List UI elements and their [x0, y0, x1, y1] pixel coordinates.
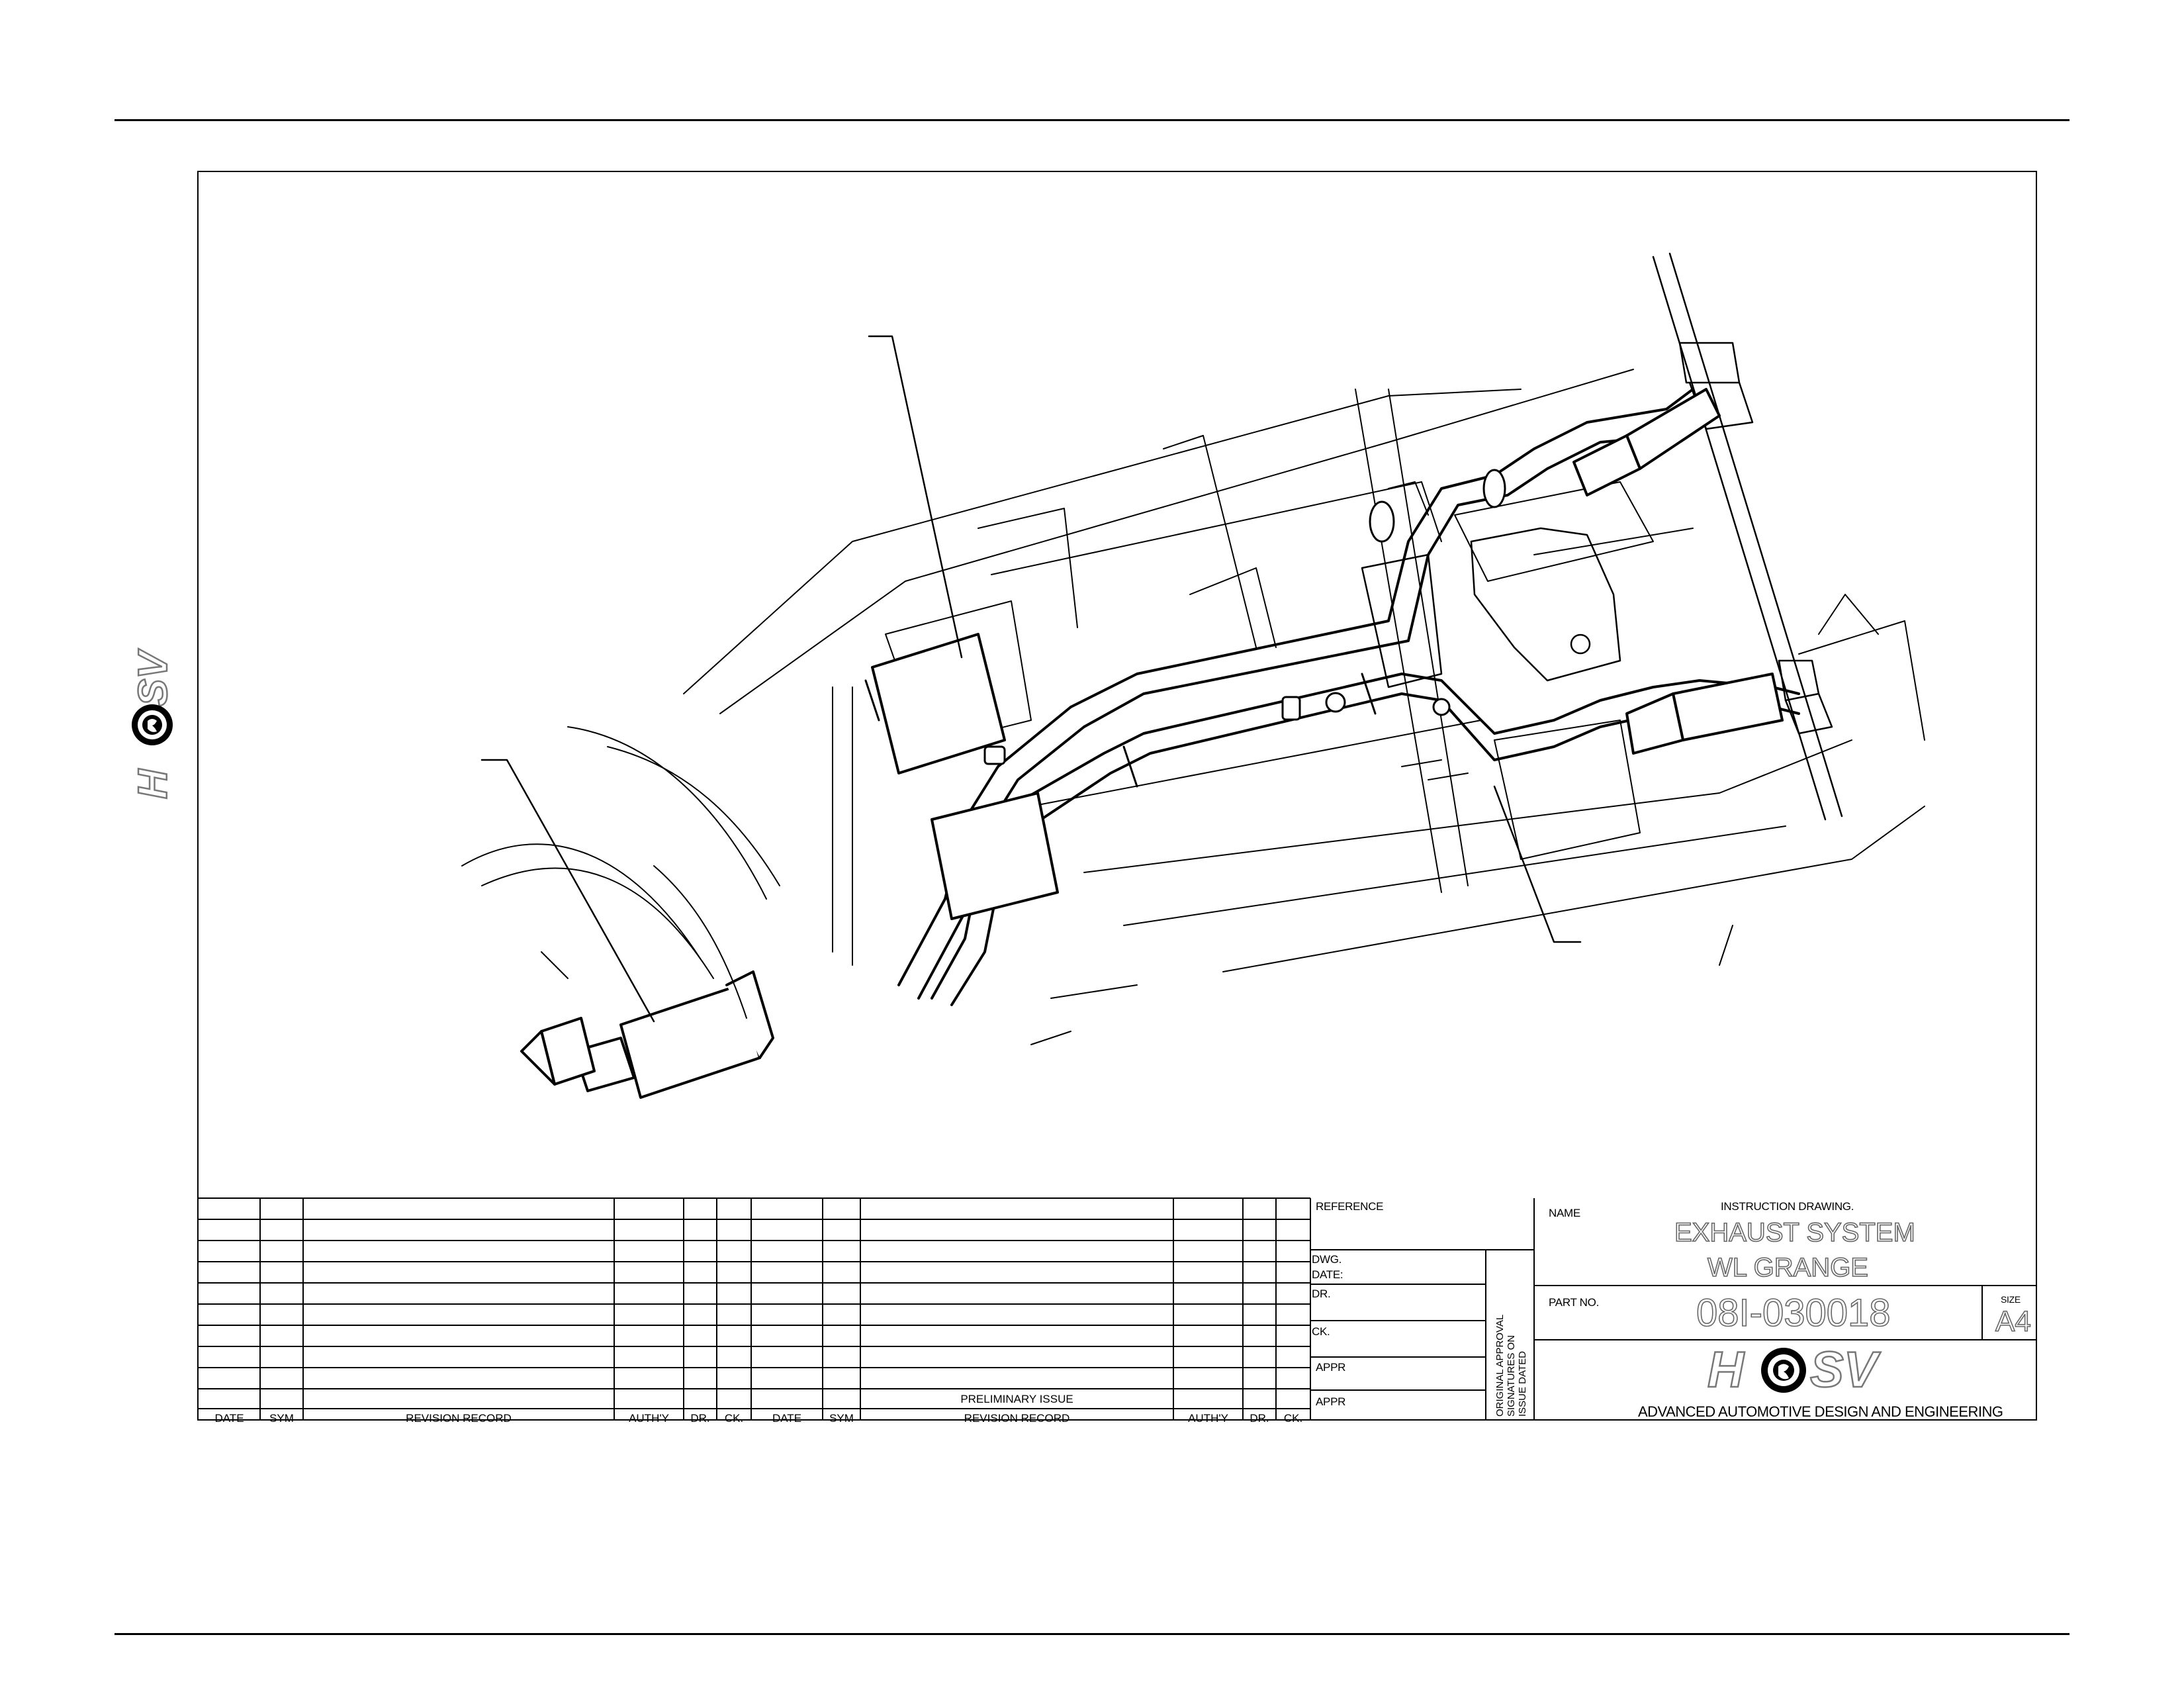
rev-header-ck-left: CK. — [724, 1412, 744, 1425]
approval-note-line-1: ORIGINAL APPROVAL — [1494, 1314, 1506, 1417]
dr-label: DR. — [1312, 1288, 1331, 1300]
appr-label-2: APPR — [1316, 1395, 1346, 1408]
bottom-rule — [114, 1633, 2070, 1635]
svg-text:H: H — [130, 769, 176, 799]
svg-text:SV: SV — [1810, 1344, 1881, 1397]
preliminary-issue: PRELIMINARY ISSUE — [960, 1393, 1073, 1405]
name-label: NAME — [1549, 1207, 1580, 1219]
rev-header-record-left: REVISION RECORD — [406, 1412, 512, 1425]
svg-text:SV: SV — [130, 649, 176, 706]
rev-header-record-right: REVISION RECORD — [964, 1412, 1070, 1425]
dwg-label: DWG. — [1312, 1253, 1342, 1266]
rev-header-dr-left: DR. — [690, 1412, 710, 1425]
approval-note-line-2: SIGNATURES ON — [1506, 1335, 1517, 1417]
ck-label: CK. — [1312, 1325, 1330, 1338]
part-no-label: PART NO. — [1549, 1296, 1600, 1309]
rev-header-authy-left: AUTH'Y — [629, 1412, 669, 1425]
size-label: SIZE — [2001, 1294, 2021, 1305]
drawing-type: INSTRUCTION DRAWING. — [1721, 1200, 1854, 1213]
approval-note-line-3: ISSUE DATED — [1517, 1351, 1528, 1417]
title-line-1: EXHAUST SYSTEM — [1674, 1217, 1915, 1248]
rev-header-sym-left: SYM — [269, 1412, 294, 1425]
company-name: ADVANCED AUTOMOTIVE DESIGN AND ENGINEERI… — [1638, 1403, 2003, 1420]
rev-header-date-right: DATE — [772, 1412, 802, 1425]
rev-header-ck-right: CK. — [1283, 1412, 1303, 1425]
hsv-side-logo: H SV — [130, 647, 177, 800]
approval-note: ORIGINAL APPROVAL SIGNATURES ON ISSUE DA… — [1494, 1315, 1528, 1417]
svg-text:H: H — [1707, 1344, 1745, 1397]
title-line-2: WL GRANGE — [1707, 1252, 1869, 1283]
rev-header-dr-right: DR. — [1250, 1412, 1269, 1425]
rev-header-authy-right: AUTH'Y — [1188, 1412, 1228, 1425]
rev-header-sym-right: SYM — [829, 1412, 854, 1425]
top-rule — [114, 119, 2070, 121]
rev-header-date-left: DATE — [214, 1412, 244, 1425]
hsv-title-logo: H SV — [1707, 1344, 1882, 1397]
exhaust-system-drawing — [461, 252, 1925, 1099]
date-label: DATE: — [1312, 1268, 1343, 1281]
size-value: A4 — [1995, 1305, 2031, 1338]
drawing-frame — [197, 171, 2037, 1421]
reference-label: REFERENCE — [1316, 1200, 1384, 1213]
appr-label-1: APPR — [1316, 1361, 1346, 1374]
part-no: 08I-030018 — [1696, 1291, 1891, 1335]
